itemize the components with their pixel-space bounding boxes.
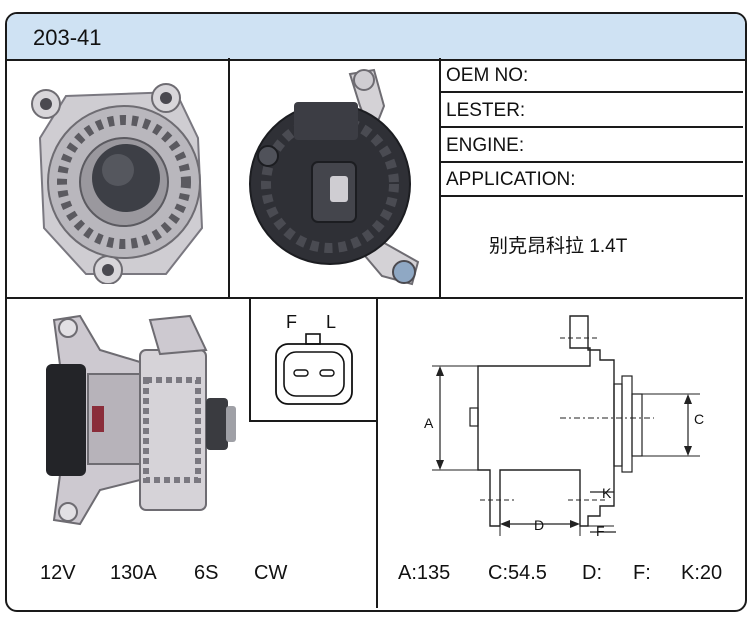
dim-value-a: A:135 — [398, 562, 451, 584]
dim-label-a: A — [424, 415, 434, 431]
connector-box-bottom — [249, 420, 377, 422]
connector-box-left — [249, 298, 251, 421]
dim-value-c: C:54.5 — [488, 562, 547, 584]
engine-label: ENGINE: — [446, 135, 525, 156]
spec-rotation: CW — [254, 562, 288, 584]
info-row-line-3 — [440, 161, 743, 163]
alternator-front-image — [31, 83, 204, 284]
dim-label-f: F — [596, 523, 605, 539]
connector-diagram: F L — [275, 312, 353, 405]
connector-pin-f: F — [286, 312, 297, 332]
dim-label-k: K — [602, 485, 612, 501]
lester-label: LESTER: — [446, 100, 526, 121]
title-bar: 203-41 — [7, 14, 745, 61]
spec-pulley: 6S — [194, 562, 219, 584]
grid-line-top-v1 — [228, 58, 230, 298]
info-row-line-2 — [440, 126, 743, 128]
spec-voltage: 12V — [40, 562, 76, 584]
info-row-line-1 — [440, 91, 743, 93]
alternator-rear-image — [249, 68, 420, 286]
alternator-side-image — [46, 314, 236, 526]
grid-line-bottom-v — [376, 298, 378, 608]
dim-label-c: C — [694, 411, 704, 427]
application-value: 别克昂科拉 1.4T — [489, 236, 628, 257]
dimension-drawing: A C D F K — [424, 315, 704, 539]
application-label: APPLICATION: — [446, 169, 576, 190]
part-number: 203-41 — [33, 25, 102, 50]
grid-line-mid — [7, 297, 743, 299]
connector-pin-l: L — [326, 312, 336, 332]
dim-value-d: D: — [582, 562, 602, 584]
info-row-line-4 — [440, 195, 743, 197]
dim-label-d: D — [534, 517, 544, 533]
dim-value-k: K:20 — [681, 562, 723, 584]
oem-label: OEM NO: — [446, 65, 529, 86]
spec-amperage: 130A — [110, 562, 157, 584]
dim-value-f: F: — [633, 562, 651, 584]
grid-line-top-v2 — [439, 58, 441, 298]
